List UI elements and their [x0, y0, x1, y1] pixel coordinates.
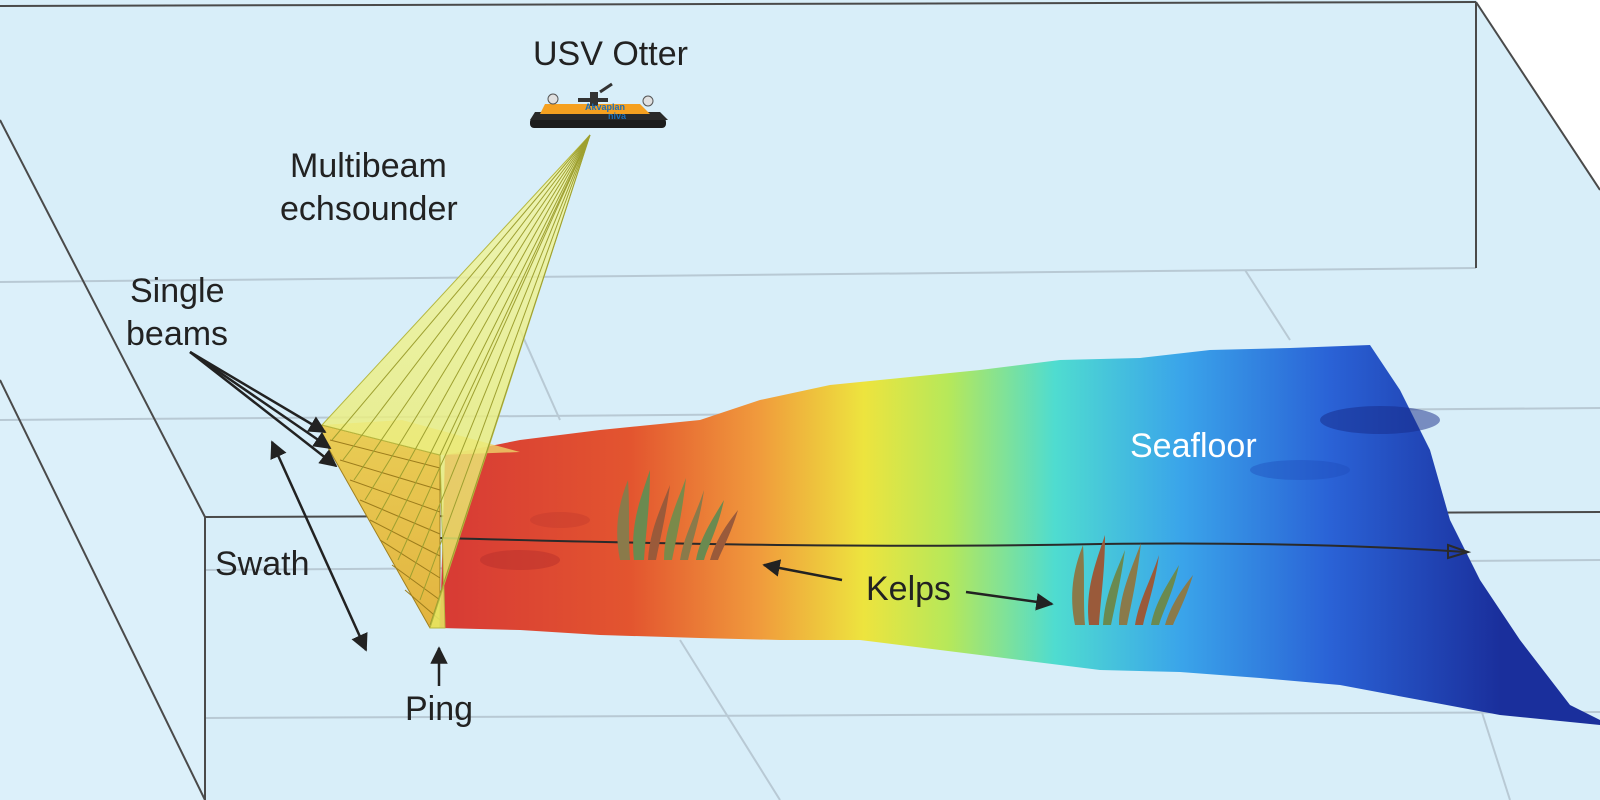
ping-label: Ping [405, 690, 473, 728]
beam-arrow-1 [189, 350, 327, 434]
swath-arrow [270, 440, 368, 652]
vessel-label: USV Otter [533, 35, 688, 73]
sensor-label-line1: Multibeam [290, 147, 447, 185]
usv-hull-text-line1: Akvaplan [585, 102, 625, 112]
annotation-arrows [189, 350, 1054, 686]
kelp-icon [617, 470, 738, 560]
swath-label: Swath [215, 545, 310, 583]
kelp-arrow-left [762, 559, 843, 582]
beams-label-line2: beams [126, 315, 228, 353]
beams-label-line1: Single [130, 272, 225, 310]
kelp-arrow-right [965, 590, 1054, 611]
beam-fan [321, 134, 591, 629]
usv-hull-text-line2: niva [608, 111, 627, 121]
usv-boat-icon: Akvaplan niva [530, 82, 668, 128]
sensor-label-line2: echsounder [280, 190, 458, 228]
kelps-label: Kelps [866, 570, 951, 608]
seafloor-surface [439, 345, 1600, 725]
seafloor-label: Seafloor [1130, 427, 1257, 465]
beam-arrow-2 [189, 350, 332, 450]
kelp-icon [1072, 535, 1193, 625]
